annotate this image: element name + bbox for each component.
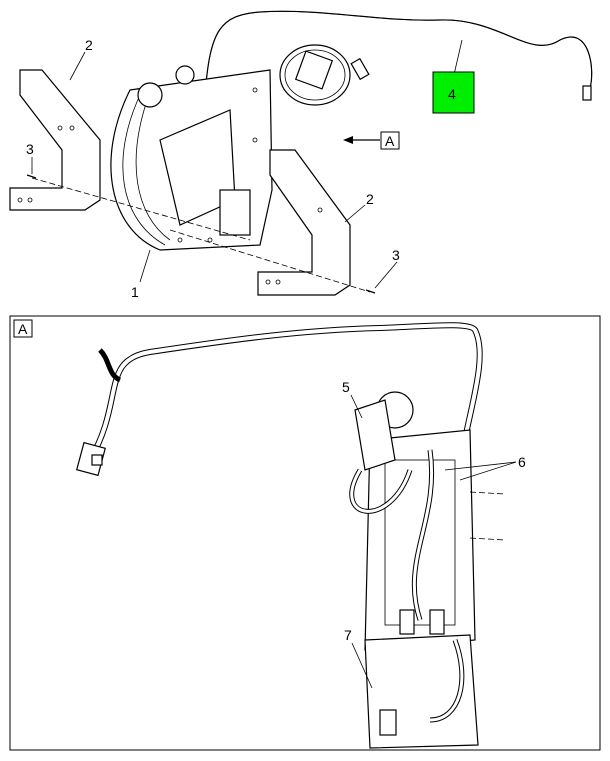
wire-harness-detail xyxy=(76,322,483,477)
bracket-right xyxy=(257,149,351,296)
control-box-assembly xyxy=(349,391,506,749)
callout-4: 4 xyxy=(448,86,456,102)
highlight-callout-4[interactable] xyxy=(432,71,475,114)
callout-1: 1 xyxy=(131,284,139,300)
bolt-icon xyxy=(365,289,376,294)
bolt-axis-right xyxy=(169,229,371,293)
detail-view-label: A xyxy=(18,321,28,337)
bolt-axis-left xyxy=(31,177,251,241)
callout-3-left: 3 xyxy=(26,141,34,157)
callout-2-left: 2 xyxy=(85,37,93,53)
arrow-head-icon xyxy=(343,136,353,144)
view-ref-box xyxy=(380,131,400,150)
bracket-left xyxy=(9,69,101,211)
wire-harness-top xyxy=(204,10,593,106)
callout-5: 5 xyxy=(342,379,350,395)
callout-3-right: 3 xyxy=(392,247,400,263)
view-ref-label: A xyxy=(385,133,395,149)
reel-assembly xyxy=(110,65,273,251)
bolt-icon xyxy=(26,174,37,179)
callout-2-right: 2 xyxy=(366,191,374,207)
detail-view-frame xyxy=(9,315,601,751)
detail-view-box xyxy=(13,319,33,338)
callout-6: 6 xyxy=(518,454,526,470)
callout-7: 7 xyxy=(344,627,352,643)
